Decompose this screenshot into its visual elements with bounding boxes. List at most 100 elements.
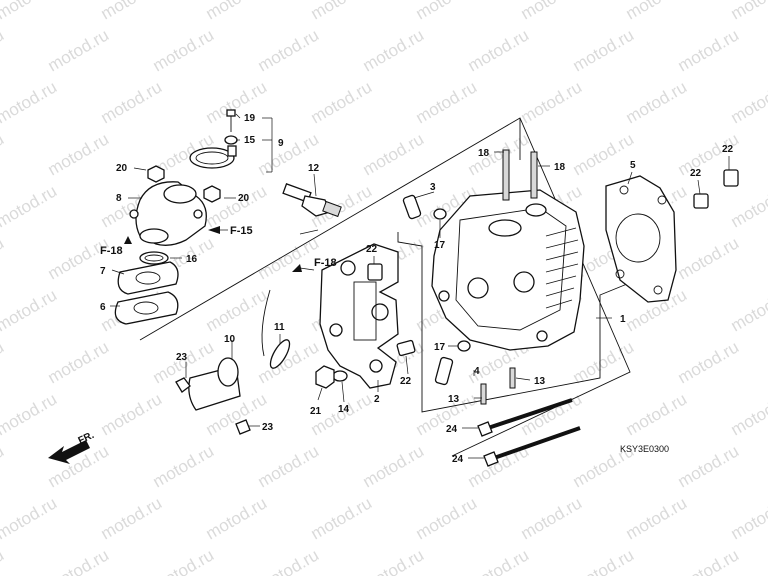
- watermark-text: motod.ru: [360, 441, 428, 491]
- watermark-text: motod.ru: [570, 25, 638, 75]
- dowel-pin: [724, 170, 738, 186]
- valve-guide: [435, 357, 453, 385]
- callout-24: 24: [446, 424, 458, 435]
- callout-22: 22: [400, 376, 412, 387]
- watermark-text: motod.ru: [308, 493, 376, 543]
- intake-insulator: [118, 262, 178, 294]
- watermark-text: motod.ru: [0, 77, 60, 127]
- watermark-text: motod.ru: [203, 0, 271, 23]
- watermark-text: motod.ru: [98, 389, 166, 439]
- watermark-text: motod.ru: [675, 545, 743, 576]
- watermark-text: motod.ru: [98, 0, 166, 23]
- watermark-text: motod.ru: [0, 285, 60, 335]
- dowel-pin: [694, 194, 708, 208]
- watermark-text: motod.ru: [728, 493, 768, 543]
- o-ring: [140, 252, 168, 264]
- callout-19: 19: [244, 113, 256, 124]
- watermark-text: motod.ru: [675, 233, 743, 283]
- watermark-text: motod.ru: [0, 441, 7, 491]
- callout-17: 17: [434, 240, 446, 251]
- ref-f18-mid: F-18: [314, 257, 337, 269]
- callout-17: 17: [434, 342, 446, 353]
- watermark-text: motod.ru: [255, 233, 323, 283]
- watermark-text: motod.ru: [465, 25, 533, 75]
- callout-13: 13: [534, 376, 546, 387]
- callout-18: 18: [554, 162, 566, 173]
- watermark-text: motod.ru: [0, 389, 60, 439]
- washer: [333, 371, 347, 381]
- watermark-text: motod.ru: [255, 25, 323, 75]
- callout-22: 22: [366, 244, 378, 255]
- callout-4: 4: [474, 366, 480, 377]
- stud-bolt: [503, 150, 509, 200]
- watermark-text: motod.ru: [0, 181, 60, 231]
- watermark-text: motod.ru: [150, 545, 218, 576]
- valve-guide: [403, 195, 422, 220]
- watermark-text: motod.ru: [518, 77, 586, 127]
- callout-11: 11: [274, 322, 285, 333]
- stud-bolt: [510, 368, 515, 388]
- stud-bolt: [481, 384, 486, 404]
- flange-nut: [148, 166, 164, 182]
- watermark-text: motod.ru: [98, 77, 166, 127]
- watermark-text: motod.ru: [728, 77, 768, 127]
- callout-16: 16: [186, 254, 198, 265]
- callout-22: 22: [722, 144, 734, 155]
- watermark-text: motod.ru: [0, 0, 60, 23]
- watermark-text: motod.ru: [413, 77, 481, 127]
- watermark-text: motod.ru: [728, 181, 768, 231]
- valve-seal: [458, 341, 470, 351]
- callout-1: 1: [620, 314, 626, 325]
- watermark-text: motod.ru: [150, 441, 218, 491]
- dowel-pin: [368, 264, 382, 280]
- watermark-text: motod.ru: [570, 545, 638, 576]
- callout-13: 13: [448, 394, 460, 405]
- callout-14: 14: [338, 404, 350, 415]
- ref-f18-left: F-18: [100, 245, 123, 257]
- callout-15: 15: [244, 135, 256, 146]
- watermark-text: motod.ru: [570, 337, 638, 387]
- watermark-text: motod.ru: [413, 493, 481, 543]
- callout-20: 20: [238, 193, 250, 204]
- watermark-text: motod.ru: [45, 129, 113, 179]
- callout-3: 3: [430, 182, 436, 193]
- callout-12: 12: [308, 163, 320, 174]
- watermark-text: motod.ru: [675, 25, 743, 75]
- watermark-text: motod.ru: [623, 493, 691, 543]
- clamp-screw: [225, 110, 237, 144]
- callout-9: 9: [278, 138, 284, 149]
- flange-nut: [204, 186, 220, 202]
- watermark-text: motod.ru: [203, 77, 271, 127]
- watermark-text: motod.ru: [623, 0, 691, 23]
- callout-22: 22: [690, 168, 702, 179]
- callout-20: 20: [116, 163, 128, 174]
- callout-5: 5: [630, 160, 636, 171]
- callout-8: 8: [116, 193, 122, 204]
- watermark-text: motod.ru: [728, 285, 768, 335]
- callout-7: 7: [100, 266, 106, 277]
- watermark-text: motod.ru: [308, 0, 376, 23]
- callout-18: 18: [478, 148, 490, 159]
- watermark-text: motod.ru: [45, 545, 113, 576]
- watermark-text: motod.ru: [0, 129, 7, 179]
- watermark-text: motod.ru: [45, 337, 113, 387]
- watermark-text: motod.ru: [623, 389, 691, 439]
- watermark-text: motod.ru: [308, 77, 376, 127]
- watermark-text: motod.ru: [203, 493, 271, 543]
- watermark-text: motod.ru: [728, 389, 768, 439]
- watermark-text: motod.ru: [0, 233, 7, 283]
- ref-arrow-icon: [124, 236, 132, 244]
- callout-10: 10: [224, 334, 236, 345]
- watermark-text: motod.ru: [203, 285, 271, 335]
- watermark-text: motod.ru: [675, 441, 743, 491]
- watermark-text: motod.ru: [623, 77, 691, 127]
- watermark-text: motod.ru: [0, 545, 7, 576]
- watermark-text: motod.ru: [98, 493, 166, 543]
- watermark-text: motod.ru: [675, 337, 743, 387]
- cap-nut: [316, 366, 334, 388]
- watermark-text: motod.ru: [150, 25, 218, 75]
- watermark-text: motod.ru: [255, 441, 323, 491]
- watermark-text: motod.ru: [0, 337, 7, 387]
